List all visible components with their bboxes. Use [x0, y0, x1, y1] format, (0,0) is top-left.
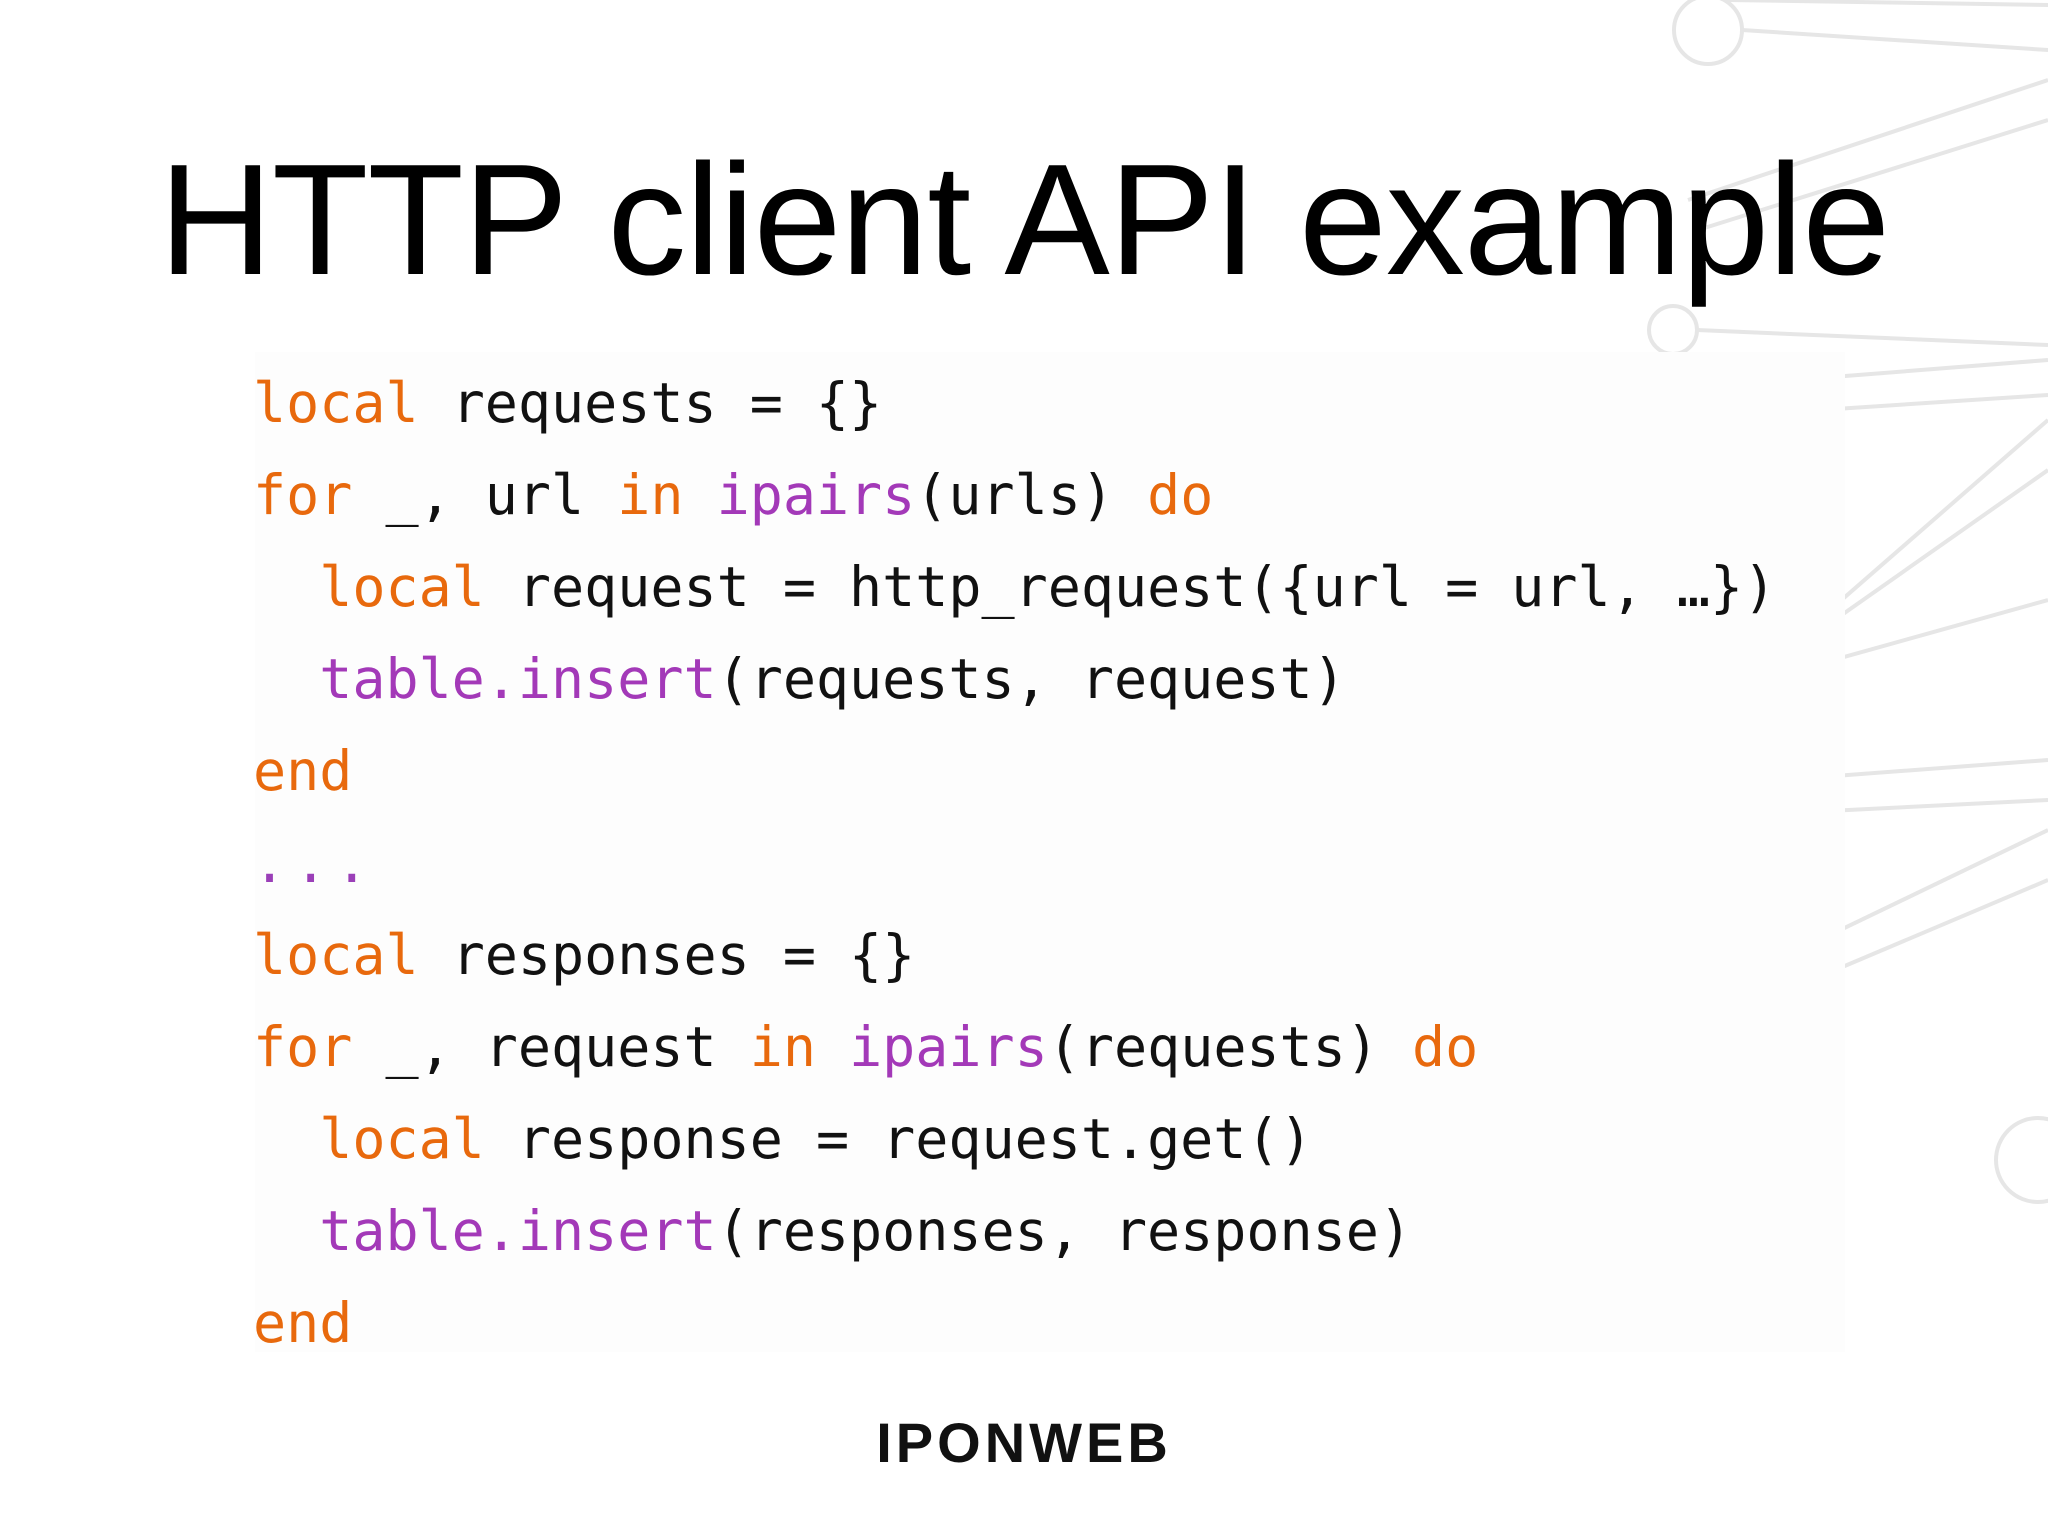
code-token: response = request.get()	[484, 1107, 1313, 1171]
code-line: for _, request in ipairs(requests) do	[253, 1001, 1776, 1093]
code-token: end	[253, 1291, 353, 1355]
code-line: for _, url in ipairs(urls) do	[253, 449, 1776, 541]
iponweb-logo: IPONWEB	[876, 1411, 1172, 1474]
code-block-background	[255, 352, 1845, 1352]
code-line: local responses = {}	[253, 909, 1776, 1001]
code-token: table.insert	[319, 647, 717, 711]
code-line: table.insert(responses, response)	[253, 1185, 1776, 1277]
code-line: local request = http_request({url = url,…	[253, 541, 1776, 633]
code-token: local	[319, 1107, 485, 1171]
slide-title: HTTP client API example	[158, 132, 1890, 308]
code-token	[683, 463, 716, 527]
code-token: do	[1147, 463, 1214, 527]
code-line: end	[253, 725, 1776, 817]
code-token: ipairs	[849, 1015, 1048, 1079]
code-token: _, request	[352, 1015, 750, 1079]
code-token: ...	[253, 831, 377, 895]
code-line: ...	[253, 817, 1776, 909]
code-token	[816, 1015, 849, 1079]
code-line: local response = request.get()	[253, 1093, 1776, 1185]
code-token: table.insert	[319, 1199, 717, 1263]
code-token: for	[253, 1015, 353, 1079]
code-token: request = http_request({url = url, …})	[484, 555, 1777, 619]
code-token: ipairs	[716, 463, 916, 527]
code-token: (requests, request)	[716, 647, 1346, 711]
code-line: end	[253, 1277, 1776, 1369]
code-token: for	[253, 463, 353, 527]
code-line: local requests = {}	[253, 357, 1776, 449]
code-line: table.insert(requests, request)	[253, 633, 1776, 725]
code-token: in	[749, 1015, 816, 1079]
code-token: local	[319, 555, 485, 619]
code-token: end	[253, 739, 353, 803]
code-token: local	[253, 371, 419, 435]
code-token: in	[617, 463, 684, 527]
code-token: (urls)	[915, 463, 1148, 527]
code-token: (responses, response)	[716, 1199, 1412, 1263]
code-token: local	[253, 923, 419, 987]
code-block: local requests = {}for _, url in ipairs(…	[253, 357, 1776, 1369]
code-token: _, url	[352, 463, 618, 527]
code-token: responses = {}	[418, 923, 916, 987]
code-token: (requests)	[1047, 1015, 1412, 1079]
code-token: do	[1412, 1015, 1479, 1079]
code-token: requests = {}	[418, 371, 883, 435]
